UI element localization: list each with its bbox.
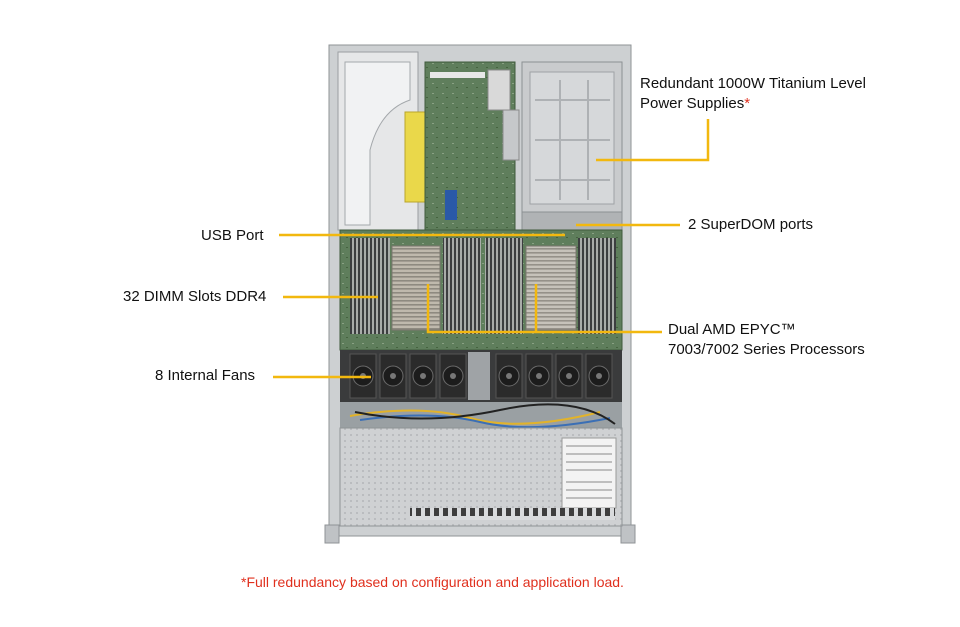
psu-callout-label: Redundant 1000W Titanium Level Power Sup… xyxy=(640,74,866,114)
dimm-callout-label: 32 DIMM Slots DDR4 xyxy=(123,288,267,305)
fan-8 xyxy=(585,353,613,399)
psu-callout-line1: Redundant 1000W Titanium Level xyxy=(640,75,866,92)
cpu-leader-line-1 xyxy=(426,284,662,334)
superdom-callout-label: 2 SuperDOM ports xyxy=(688,216,814,233)
psu-callout-line2: Power Supplies* xyxy=(640,94,866,114)
usb-callout-label: USB Port xyxy=(201,227,264,244)
riser-card-yellow xyxy=(404,111,428,203)
fan-7 xyxy=(555,353,583,399)
cpu-callout-line2: 7003/7002 Series Processors xyxy=(668,341,865,358)
fans-callout-label: 8 Internal Fans xyxy=(155,367,256,384)
fan-3 xyxy=(409,353,437,399)
fan-4 xyxy=(439,353,467,399)
fan-6 xyxy=(525,353,553,399)
heatsink-cpu2 xyxy=(525,245,577,331)
dimm-bank-3 xyxy=(485,238,523,334)
cpu-callout-label: Dual AMD EPYC™ 7003/7002 Series Processo… xyxy=(668,320,865,360)
dimm-bank-1 xyxy=(350,238,390,334)
cpu-callout-line1: Dual AMD EPYC™ xyxy=(668,321,796,338)
psu-asterisk: * xyxy=(744,95,751,112)
psu-leader-line xyxy=(596,119,710,162)
fan-5 xyxy=(495,353,523,399)
dimm-bank-2 xyxy=(443,238,481,334)
heatsink-cpu1 xyxy=(391,245,441,331)
front-vents xyxy=(410,508,615,520)
rack-ear-right xyxy=(620,524,636,544)
redundancy-footnote: *Full redundancy based on configuration … xyxy=(241,574,624,590)
rack-ear-left xyxy=(324,524,340,544)
dimm-bank-4 xyxy=(578,238,616,334)
internal-fans xyxy=(349,353,613,399)
psu-callout-text: Power Supplies xyxy=(640,95,745,112)
fan-2 xyxy=(379,353,407,399)
